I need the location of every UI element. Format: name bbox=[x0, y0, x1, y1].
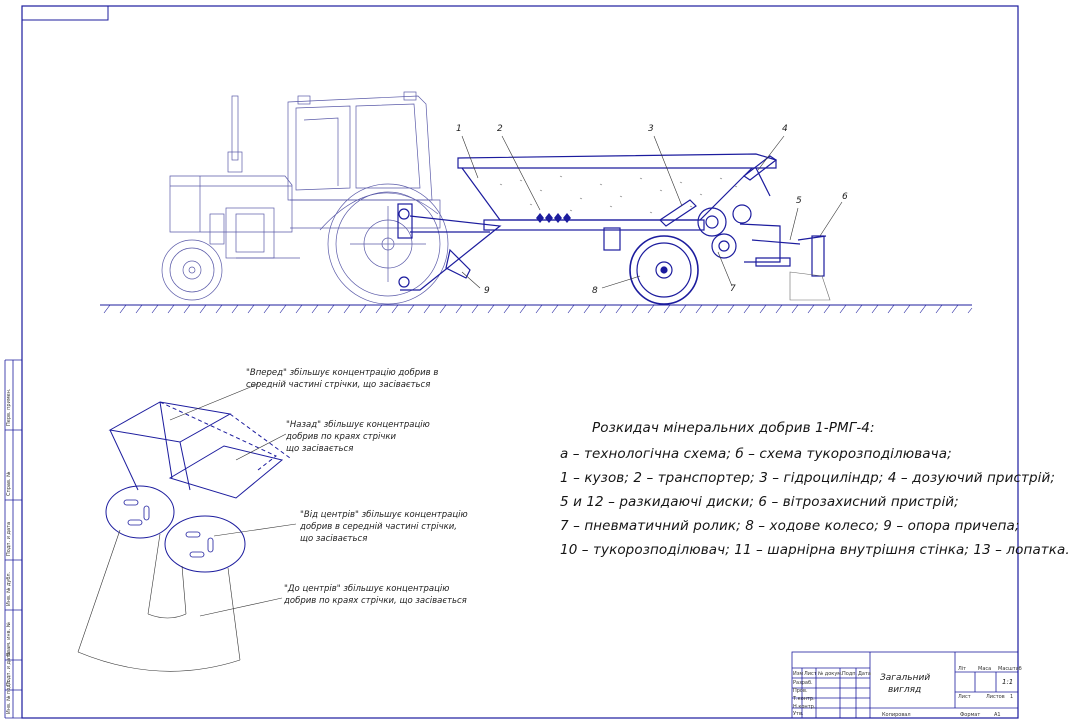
title-block-list: Лист bbox=[804, 671, 817, 677]
side-stamp-label-7: Инв. № подл. bbox=[6, 679, 12, 715]
title-block-lit: Літ bbox=[958, 666, 967, 672]
technical-drawing bbox=[4, 5, 1019, 719]
sheet-frame bbox=[21, 5, 1019, 719]
title-block-title-2: вигляд bbox=[888, 685, 922, 695]
legend-line-4: 10 – тукорозподілювач; 11 – шарнірна вну… bbox=[560, 542, 1070, 558]
conveyor-links bbox=[536, 213, 571, 223]
note-vpered-line-1: "Вперед" збільшує концентрацію добрив в bbox=[246, 368, 439, 378]
title-block-format-value: А1 bbox=[994, 712, 1001, 718]
title-block-title-1: Загальний bbox=[880, 673, 931, 683]
title-block-t-kontr: Т.контр. bbox=[793, 696, 815, 702]
side-stamp-label-2: Справ. № bbox=[6, 471, 12, 496]
note-nazad-line-2: добрив по краях стрічки bbox=[286, 432, 397, 442]
title-block-prov: Пров. bbox=[793, 688, 808, 694]
part-number-8: 8 bbox=[592, 286, 598, 296]
title-block bbox=[791, 651, 1019, 719]
note-vid-line-3: що засівається bbox=[300, 534, 368, 544]
side-stamp-label-4: Инв. № дубл. bbox=[6, 571, 12, 606]
legend-line-a: а – технологічна схема; б – схема тукоро… bbox=[560, 446, 952, 462]
ground bbox=[100, 304, 973, 314]
part-number-1: 1 bbox=[456, 124, 462, 134]
title-block-zmin: Изм bbox=[793, 671, 804, 677]
leader-lines bbox=[461, 135, 843, 289]
spreader bbox=[397, 153, 831, 305]
part-number-7: 7 bbox=[730, 284, 736, 294]
title-block-arkushiv: Листов bbox=[986, 694, 1005, 700]
note-vpered-line-2: середній частині стрічки, що засівається bbox=[246, 380, 431, 390]
side-stamp-label-3: Подп. и дата bbox=[6, 521, 12, 556]
title-block-masshtab: Масштаб bbox=[998, 666, 1022, 672]
note-do-line-2: добрив по краях стрічки, що засівається bbox=[284, 596, 467, 606]
legend-line-3: 7 – пневматичний ролик; 8 – ходове колес… bbox=[560, 518, 1020, 534]
title-block-utv: Утв. bbox=[793, 711, 804, 717]
title-block-kopiroval: Копировал bbox=[882, 712, 911, 718]
title-block-pidp: Подп. bbox=[842, 671, 858, 677]
title-block-arkushiv-n: 1 bbox=[1010, 694, 1014, 700]
side-stamp bbox=[4, 359, 22, 719]
title-block-scale: 1:1 bbox=[1002, 678, 1014, 686]
frame-number-box bbox=[21, 5, 109, 21]
part-number-2: 2 bbox=[497, 124, 503, 134]
part-number-3: 3 bbox=[648, 124, 654, 134]
drawing-sheet: 1 2 3 4 5 6 7 8 9 "Вперед" збільшує конц… bbox=[4, 5, 1070, 719]
legend-line-2: 5 и 12 – разкидаючі диски; 6 – вітрозахи… bbox=[560, 494, 959, 510]
side-stamp-label-5: Взам. инв. № bbox=[6, 622, 12, 656]
title-block-n-dokum: № докум. bbox=[818, 671, 843, 677]
note-nazad-line-1: "Назад" збільшує концентрацію bbox=[286, 420, 430, 430]
title-block-format: Формат bbox=[960, 712, 981, 718]
note-nazad-line-3: що засівається bbox=[286, 444, 354, 454]
part-number-4: 4 bbox=[782, 124, 788, 134]
legend-title: Розкидач мінеральних добрив 1-РМГ-4: bbox=[592, 420, 875, 436]
title-block-rozrob: Разраб. bbox=[793, 680, 813, 686]
part-number-6: 6 bbox=[842, 192, 848, 202]
tractor bbox=[161, 91, 449, 305]
title-block-masa: Маса bbox=[978, 666, 992, 672]
side-stamp-label-1: Перв. примен. bbox=[6, 388, 12, 426]
note-vid-line-1: "Від центрів" збільшує концентрацію bbox=[300, 510, 468, 520]
title-block-n-kontr: Н.контр. bbox=[793, 704, 816, 710]
note-vid-line-2: добрив в середній частині стрічки, bbox=[300, 522, 457, 532]
title-block-arkush: Лист bbox=[958, 694, 971, 700]
distributor-scheme bbox=[77, 383, 297, 672]
legend-line-1: 1 – кузов; 2 – транспортер; 3 – гідроцил… bbox=[560, 470, 1056, 486]
title-block-data: Дата bbox=[858, 671, 871, 677]
part-number-9: 9 bbox=[484, 286, 490, 296]
part-number-5: 5 bbox=[796, 196, 802, 206]
note-do-line-1: "До центрів" збільшує концентрацію bbox=[284, 584, 450, 594]
